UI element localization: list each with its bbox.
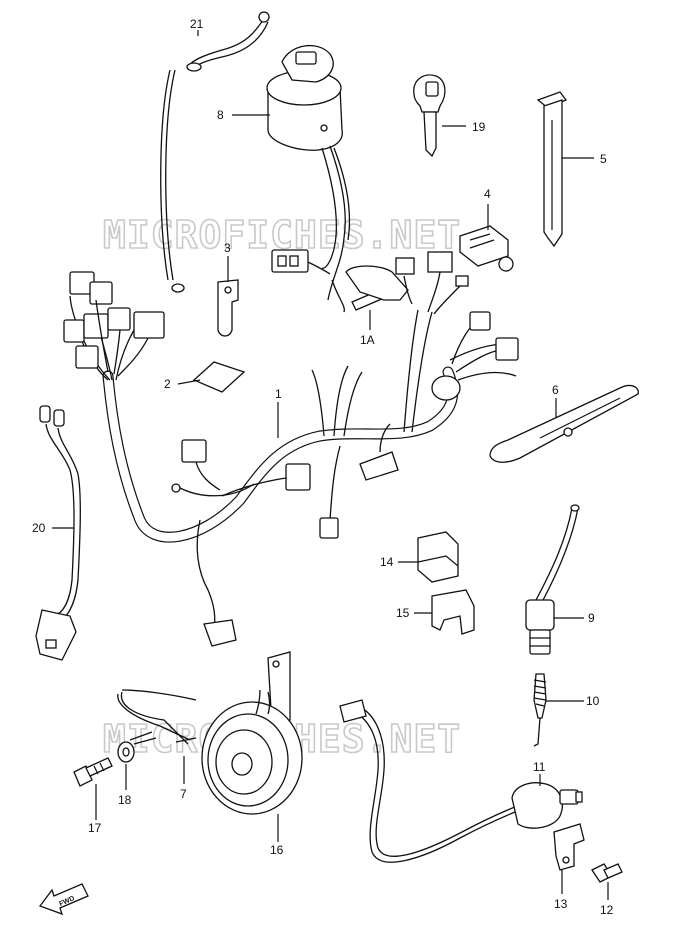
part-2-pad[interactable] xyxy=(192,361,246,393)
part-13-bracket[interactable] xyxy=(553,823,585,871)
callout-leaders xyxy=(52,30,609,900)
part-7-wire[interactable] xyxy=(117,689,197,745)
callout-20: 20 xyxy=(32,521,46,535)
fwd-arrow-icon: FWD xyxy=(38,883,89,916)
callout-10: 10 xyxy=(586,694,600,708)
callout-18: 18 xyxy=(118,793,132,807)
part-20-sub-harness[interactable] xyxy=(35,405,81,661)
part-12-screw[interactable] xyxy=(591,863,623,883)
callout-19: 19 xyxy=(472,120,486,134)
callout-14: 14 xyxy=(380,555,394,569)
part-4-connector[interactable] xyxy=(459,225,514,272)
part-19-key[interactable] xyxy=(413,74,446,158)
callout-16: 16 xyxy=(270,843,284,857)
part-3-bracket[interactable] xyxy=(217,279,239,337)
part-1-main-harness[interactable] xyxy=(63,271,519,647)
part-10-spring[interactable] xyxy=(533,673,547,747)
part-17-bolt[interactable] xyxy=(73,757,113,787)
part-14-relay[interactable] xyxy=(417,531,459,583)
callout-1a: 1A xyxy=(360,333,375,347)
part-11-switch[interactable] xyxy=(339,699,583,863)
callout-1: 1 xyxy=(275,387,282,401)
callout-13: 13 xyxy=(554,897,568,911)
callout-6: 6 xyxy=(552,383,559,397)
callout-15: 15 xyxy=(396,606,410,620)
part-6-strap[interactable] xyxy=(489,384,639,463)
part-18-washer[interactable] xyxy=(117,741,135,763)
callout-3: 3 xyxy=(224,241,231,255)
part-15-bracket[interactable] xyxy=(431,589,475,635)
harness-connector-cluster-upper[interactable] xyxy=(345,251,469,315)
callout-8: 8 xyxy=(217,108,224,122)
part-21-ground-lead[interactable] xyxy=(160,11,270,293)
callout-7: 7 xyxy=(180,787,187,801)
callout-4: 4 xyxy=(484,187,491,201)
callout-2: 2 xyxy=(164,377,171,391)
callout-9: 9 xyxy=(588,611,595,625)
callout-17: 17 xyxy=(88,821,102,835)
part-5-key-strip[interactable] xyxy=(536,91,568,248)
callout-11: 11 xyxy=(533,760,546,774)
callout-21: 21 xyxy=(190,17,204,31)
part-9-switch[interactable] xyxy=(525,504,580,655)
part-8-ignition-switch[interactable] xyxy=(266,44,351,313)
callout-12: 12 xyxy=(600,903,614,917)
part-16-horn[interactable] xyxy=(201,651,303,815)
callout-5: 5 xyxy=(600,152,607,166)
